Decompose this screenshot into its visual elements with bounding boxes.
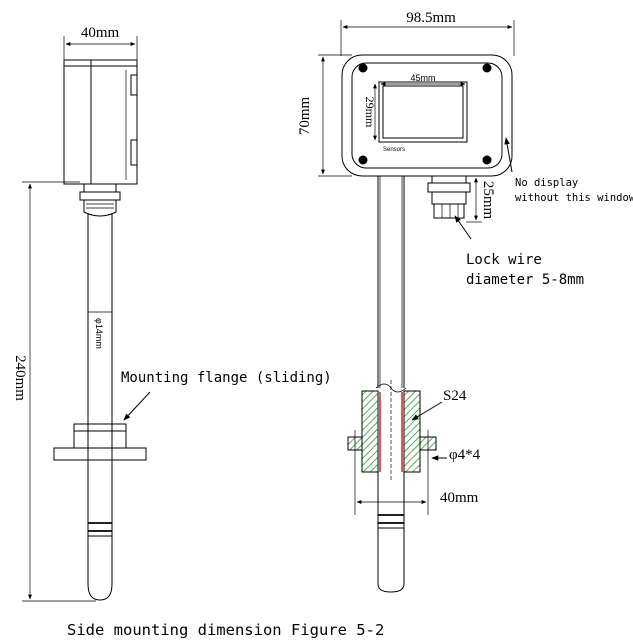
- front-cable-gland: [427, 175, 471, 219]
- figure-caption: Side mounting dimension Figure 5-2: [67, 621, 384, 639]
- front-flange-section: [347, 380, 437, 515]
- left-side-view: 40mm φ14mm: [12, 25, 332, 602]
- hole-spec-callout: φ4*4: [431, 447, 481, 463]
- flange-callout-label: Mounting flange (sliding): [121, 370, 332, 386]
- gland-height-dimension: 25mm: [466, 175, 496, 223]
- hole-spec-label: φ4*4: [449, 447, 481, 463]
- nut-size-callout: S24: [411, 388, 467, 421]
- front-height-dimension: 70mm: [297, 54, 352, 177]
- gland-height-label: 25mm: [480, 181, 496, 220]
- overall-length-label: 240mm: [12, 355, 28, 401]
- no-display-line1: No display: [515, 177, 578, 189]
- display-window: [378, 81, 468, 143]
- screw-top-left: [358, 63, 368, 73]
- front-probe-lower: [377, 472, 405, 593]
- window-width-dimension: 45mm: [380, 73, 466, 86]
- housing-width-dimension: 40mm: [63, 25, 138, 62]
- screw-top-right: [482, 63, 492, 73]
- front-width-dimension: 98.5mm: [340, 10, 515, 56]
- side-mounting-flange: [53, 423, 147, 461]
- window-width-label: 45mm: [410, 73, 435, 83]
- no-display-line2: without this window: [515, 192, 633, 204]
- screw-bottom-left: [358, 155, 368, 165]
- lock-wire-line2: diameter 5-8mm: [466, 272, 584, 288]
- flange-callout: Mounting flange (sliding): [121, 370, 332, 421]
- side-probe: φ14mm: [87, 214, 113, 601]
- front-width-label: 98.5mm: [406, 10, 456, 26]
- nut-size-label: S24: [443, 388, 467, 404]
- lock-wire-note: Lock wire diameter 5-8mm: [454, 215, 584, 288]
- probe-diameter-label: φ14mm: [94, 318, 104, 349]
- screw-bottom-right: [482, 155, 492, 165]
- lock-wire-line1: Lock wire: [466, 252, 542, 268]
- flange-width-label: 40mm: [440, 490, 479, 506]
- side-cable-gland: [79, 183, 121, 217]
- side-housing: [63, 59, 138, 185]
- front-height-label: 70mm: [297, 97, 313, 136]
- flange-width-dimension: 40mm: [356, 490, 479, 506]
- front-probe-upper: [375, 176, 407, 393]
- no-display-note: No display without this window: [504, 137, 633, 204]
- right-front-view: 98.5mm 70mm Sensors 45mm: [297, 10, 633, 593]
- front-housing: Sensors: [341, 54, 513, 177]
- housing-width-label: 40mm: [81, 25, 120, 41]
- overall-length-dimension: 240mm: [12, 181, 96, 602]
- brand-label: Sensors: [383, 147, 405, 153]
- window-height-label: 29mm: [363, 97, 377, 128]
- window-height-dimension: 29mm: [363, 83, 377, 141]
